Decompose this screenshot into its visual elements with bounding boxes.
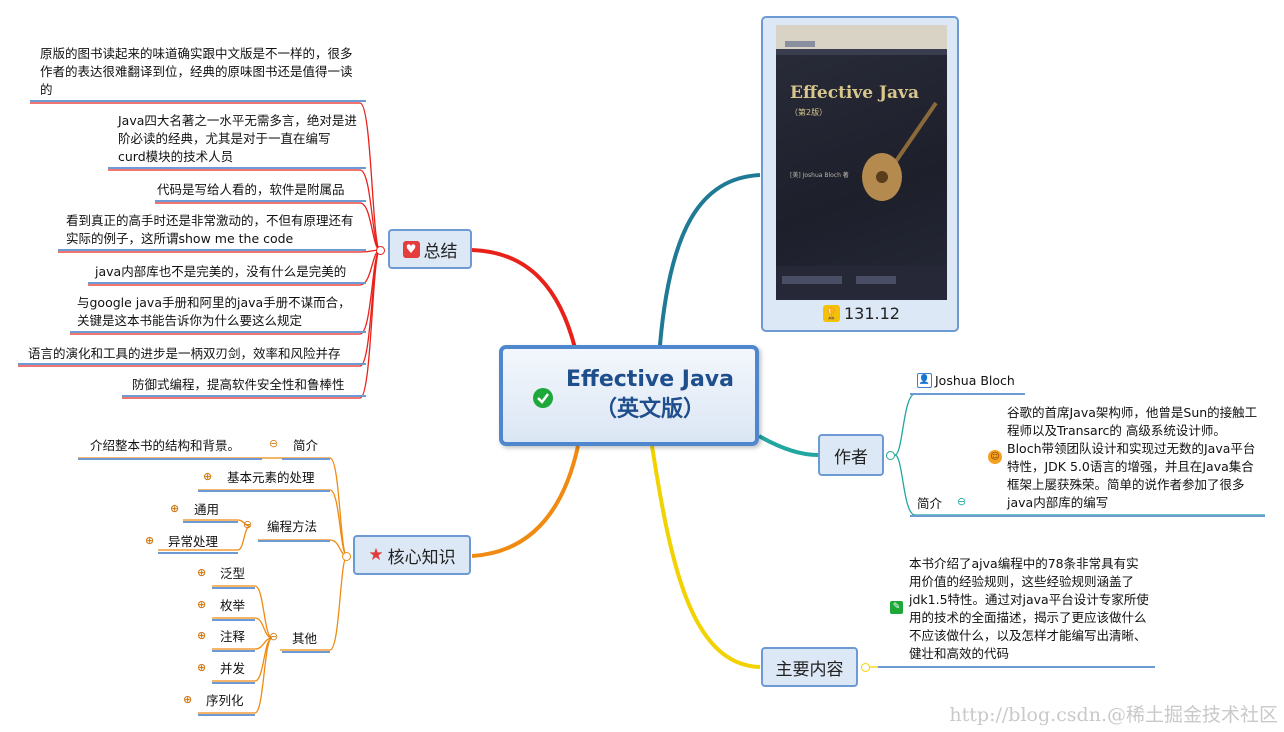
summary-collapse-toggle[interactable] xyxy=(376,246,385,255)
central-title-line2: （英文版） xyxy=(594,397,705,422)
methods-collapse-icon[interactable]: ⊖ xyxy=(243,518,253,531)
author-intro-collapse-icon[interactable]: ⊖ xyxy=(957,495,967,508)
summary-item-3[interactable]: 代码是写给人看的，软件是附属品 xyxy=(157,182,345,197)
summary-item-4[interactable]: 看到真正的高手时还是非常激动的，不但有原理还有实际的例子，这所谓show me … xyxy=(66,213,354,246)
content-label: 主要内容 xyxy=(775,659,844,680)
book-image-node[interactable]: Effective Java （第2版） [美] Joshua Bloch 著 … xyxy=(761,16,959,332)
generics-expand-icon[interactable]: ⊕ xyxy=(197,566,207,579)
core-methods-label[interactable]: 编程方法 xyxy=(267,519,318,534)
concurrency-expand-icon[interactable]: ⊕ xyxy=(197,661,207,674)
serialization-expand-icon[interactable]: ⊕ xyxy=(183,693,193,706)
watermark: http://blog.csdn.@稀土掘金技术社区 xyxy=(949,704,1278,726)
basic-expand-icon[interactable]: ⊕ xyxy=(203,470,213,483)
branch-summary xyxy=(471,248,577,349)
methods-child-general[interactable]: 通用 xyxy=(194,502,220,517)
enum-expand-icon[interactable]: ⊕ xyxy=(197,598,207,611)
other-child-annotation[interactable]: 注释 xyxy=(220,629,246,644)
branch-author xyxy=(758,434,819,457)
core-intro-collapse-icon[interactable]: ⊖ xyxy=(269,437,279,450)
check-circle-icon xyxy=(533,388,553,408)
core-subbranches xyxy=(78,457,348,714)
heart-icon: ♥ xyxy=(402,240,420,258)
central-topic[interactable]: Effective Java （英文版） xyxy=(499,345,759,446)
other-child-enum[interactable]: 枚举 xyxy=(220,598,246,613)
author-name-item[interactable]: 👤 Joshua Bloch xyxy=(917,373,1015,388)
smiley-icon: ☺ xyxy=(988,450,1002,464)
author-node[interactable]: 作者 xyxy=(818,434,884,476)
summary-item-2[interactable]: Java四大名著之一水平无需多言，绝对是进阶必读的经典，尤其是对于一直在编写cu… xyxy=(118,113,357,164)
author-name: Joshua Bloch xyxy=(935,373,1015,388)
summary-item-8[interactable]: 防御式编程，提高软件安全性和鲁棒性 xyxy=(132,377,345,392)
cover-author: [美] Joshua Bloch 著 xyxy=(790,172,849,179)
author-intro-label[interactable]: 简介 xyxy=(917,496,943,511)
branch-content xyxy=(650,445,761,669)
pencil-icon: ✎ xyxy=(890,601,903,614)
core-intro-text: 介绍整本书的结构和背景。 xyxy=(90,438,241,453)
author-collapse-toggle[interactable] xyxy=(886,451,895,460)
content-text: 本书介绍了ajva编程中的78条非常具有实用价值的经验规则，这些经验规则涵盖了j… xyxy=(909,556,1149,661)
general-expand-icon[interactable]: ⊕ xyxy=(170,502,180,515)
cover-title: Effective Java xyxy=(790,83,919,103)
core-basic-elements[interactable]: 基本元素的处理 xyxy=(227,470,315,485)
other-collapse-icon[interactable]: ⊖ xyxy=(269,630,279,643)
core-node[interactable]: ★ 核心知识 xyxy=(353,535,471,575)
star-icon: ★ xyxy=(368,545,384,565)
author-intro-text: 谷歌的首席Java架构师，他曾是Sun的接触工程师以及Transarc的 高级系… xyxy=(1007,405,1258,510)
trophy-icon: 🏆 xyxy=(823,305,840,322)
summary-item-5[interactable]: java内部库也不是完美的，没有什么是完美的 xyxy=(95,264,347,279)
exception-expand-icon[interactable]: ⊕ xyxy=(145,534,155,547)
summary-node[interactable]: ♥ 总结 xyxy=(388,229,472,269)
book-score: 131.12 xyxy=(844,304,900,323)
person-icon: 👤 xyxy=(917,373,932,388)
content-collapse-toggle[interactable] xyxy=(861,663,870,672)
core-intro-label[interactable]: 简介 xyxy=(293,438,319,453)
core-label: 核心知识 xyxy=(387,547,456,568)
author-label: 作者 xyxy=(834,447,868,468)
summary-item-6[interactable]: 与google java手册和阿里的java手册不谋而合，关键是这本书能告诉你为… xyxy=(77,295,351,328)
annotation-expand-icon[interactable]: ⊕ xyxy=(197,629,207,642)
branch-core xyxy=(471,445,580,558)
central-title-line1: Effective Java xyxy=(565,367,734,392)
summary-item-7[interactable]: 语言的演化和工具的进步是一柄双刃剑，效率和风险并存 xyxy=(28,346,341,361)
cover-edition: （第2版） xyxy=(790,108,828,117)
core-collapse-toggle[interactable] xyxy=(342,552,351,561)
branch-book xyxy=(658,173,761,346)
book-cover-image: Effective Java （第2版） [美] Joshua Bloch 著 xyxy=(776,25,947,300)
other-child-generics[interactable]: 泛型 xyxy=(220,566,246,581)
other-child-concurrency[interactable]: 并发 xyxy=(220,661,246,676)
summary-item-1[interactable]: 原版的图书读起来的味道确实跟中文版是不一样的，很多作者的表达很难翻译到位，经典的… xyxy=(40,46,353,97)
summary-label: 总结 xyxy=(423,241,458,262)
other-child-serialization[interactable]: 序列化 xyxy=(206,693,244,708)
content-node[interactable]: 主要内容 xyxy=(761,647,858,687)
core-other-label[interactable]: 其他 xyxy=(292,631,318,646)
methods-child-exception[interactable]: 异常处理 xyxy=(168,534,219,549)
pipa-instrument-icon xyxy=(862,101,938,201)
